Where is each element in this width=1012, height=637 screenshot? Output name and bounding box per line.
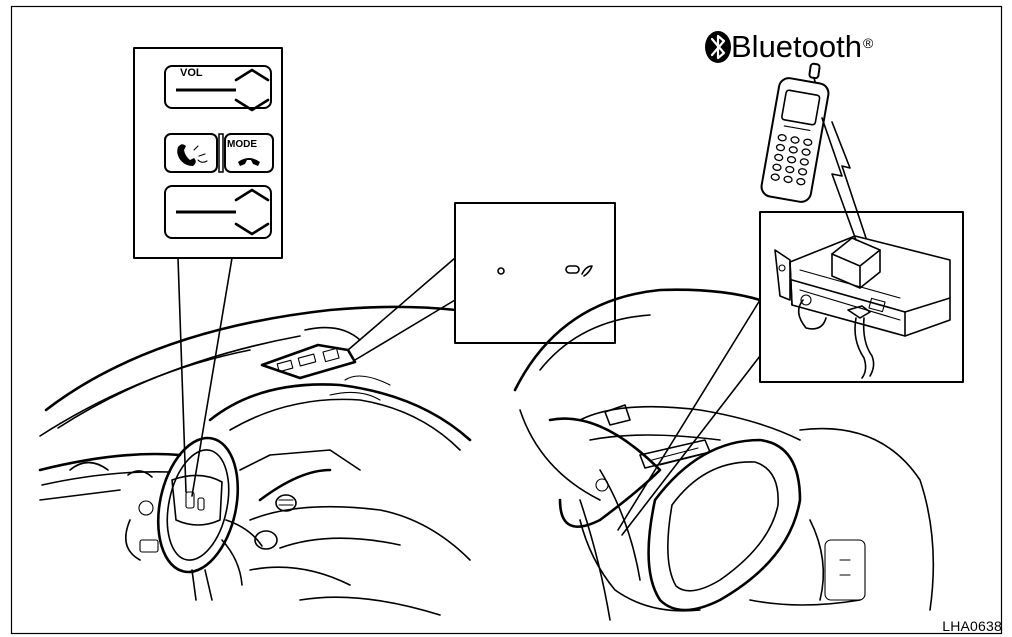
bluetooth-icon — [705, 31, 731, 63]
figure-code: LHA0638 — [942, 618, 1002, 634]
dashboard-illustration — [40, 307, 520, 615]
registered-mark: ® — [863, 35, 873, 51]
bluetooth-logo-text: Bluetooth® — [731, 30, 873, 64]
control-unit-callout — [618, 212, 963, 535]
steering-switch-callout — [134, 48, 282, 496]
mobile-phone-illustration — [760, 63, 830, 203]
microphone-callout — [348, 203, 615, 360]
bluetooth-brand-name: Bluetooth — [731, 29, 862, 64]
seek-switch[interactable] — [165, 186, 271, 238]
volume-switch-label: VOL — [180, 67, 203, 79]
mode-button-label: MODE — [227, 139, 257, 150]
phone-talk-button[interactable] — [165, 134, 217, 172]
